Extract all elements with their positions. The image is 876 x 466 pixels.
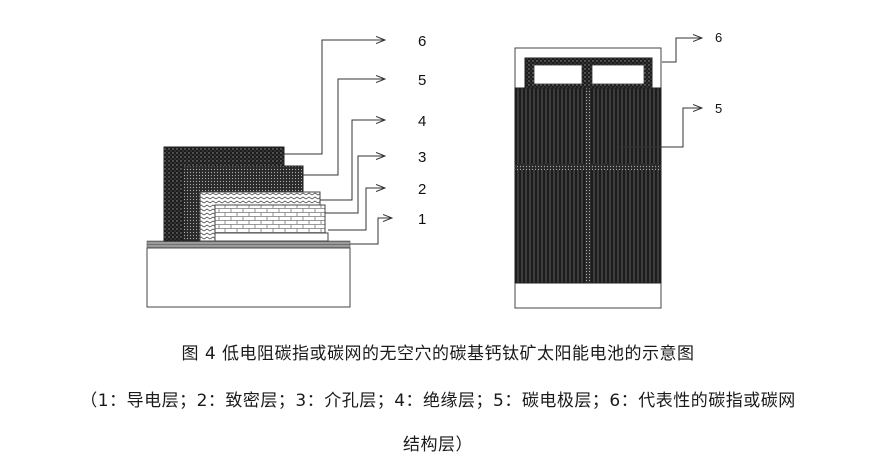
figure-caption: 图 4 低电阻碳指或碳网的无空穴的碳基钙钛矿太阳能电池的示意图 bbox=[181, 344, 695, 364]
label-top-6: 6 bbox=[715, 30, 722, 45]
label-3: 3 bbox=[418, 149, 426, 166]
mesoporous-layer-3 bbox=[214, 204, 326, 234]
cross-section-diagram: 6 5 4 3 2 1 bbox=[146, 33, 426, 308]
label-6: 6 bbox=[418, 33, 426, 50]
label-top-5: 5 bbox=[715, 101, 722, 116]
device-schematic: 6 5 4 3 2 1 6 5 bbox=[146, 30, 722, 309]
legend-line-1: （1：导电层；2：致密层；3：介孔层；4：绝缘层；5：碳电极层；6：代表性的碳指… bbox=[80, 391, 796, 411]
label-4: 4 bbox=[418, 113, 426, 130]
glass-substrate bbox=[146, 247, 351, 308]
conductive-layer-1 bbox=[146, 240, 351, 249]
compact-layer-2 bbox=[214, 232, 329, 242]
legend-line-2: 结构层） bbox=[403, 435, 473, 455]
carbon-grid-frame bbox=[524, 57, 653, 89]
top-view-diagram: 6 5 bbox=[514, 30, 722, 309]
label-2: 2 bbox=[418, 181, 426, 198]
label-5: 5 bbox=[418, 72, 426, 89]
label-1: 1 bbox=[418, 211, 426, 228]
